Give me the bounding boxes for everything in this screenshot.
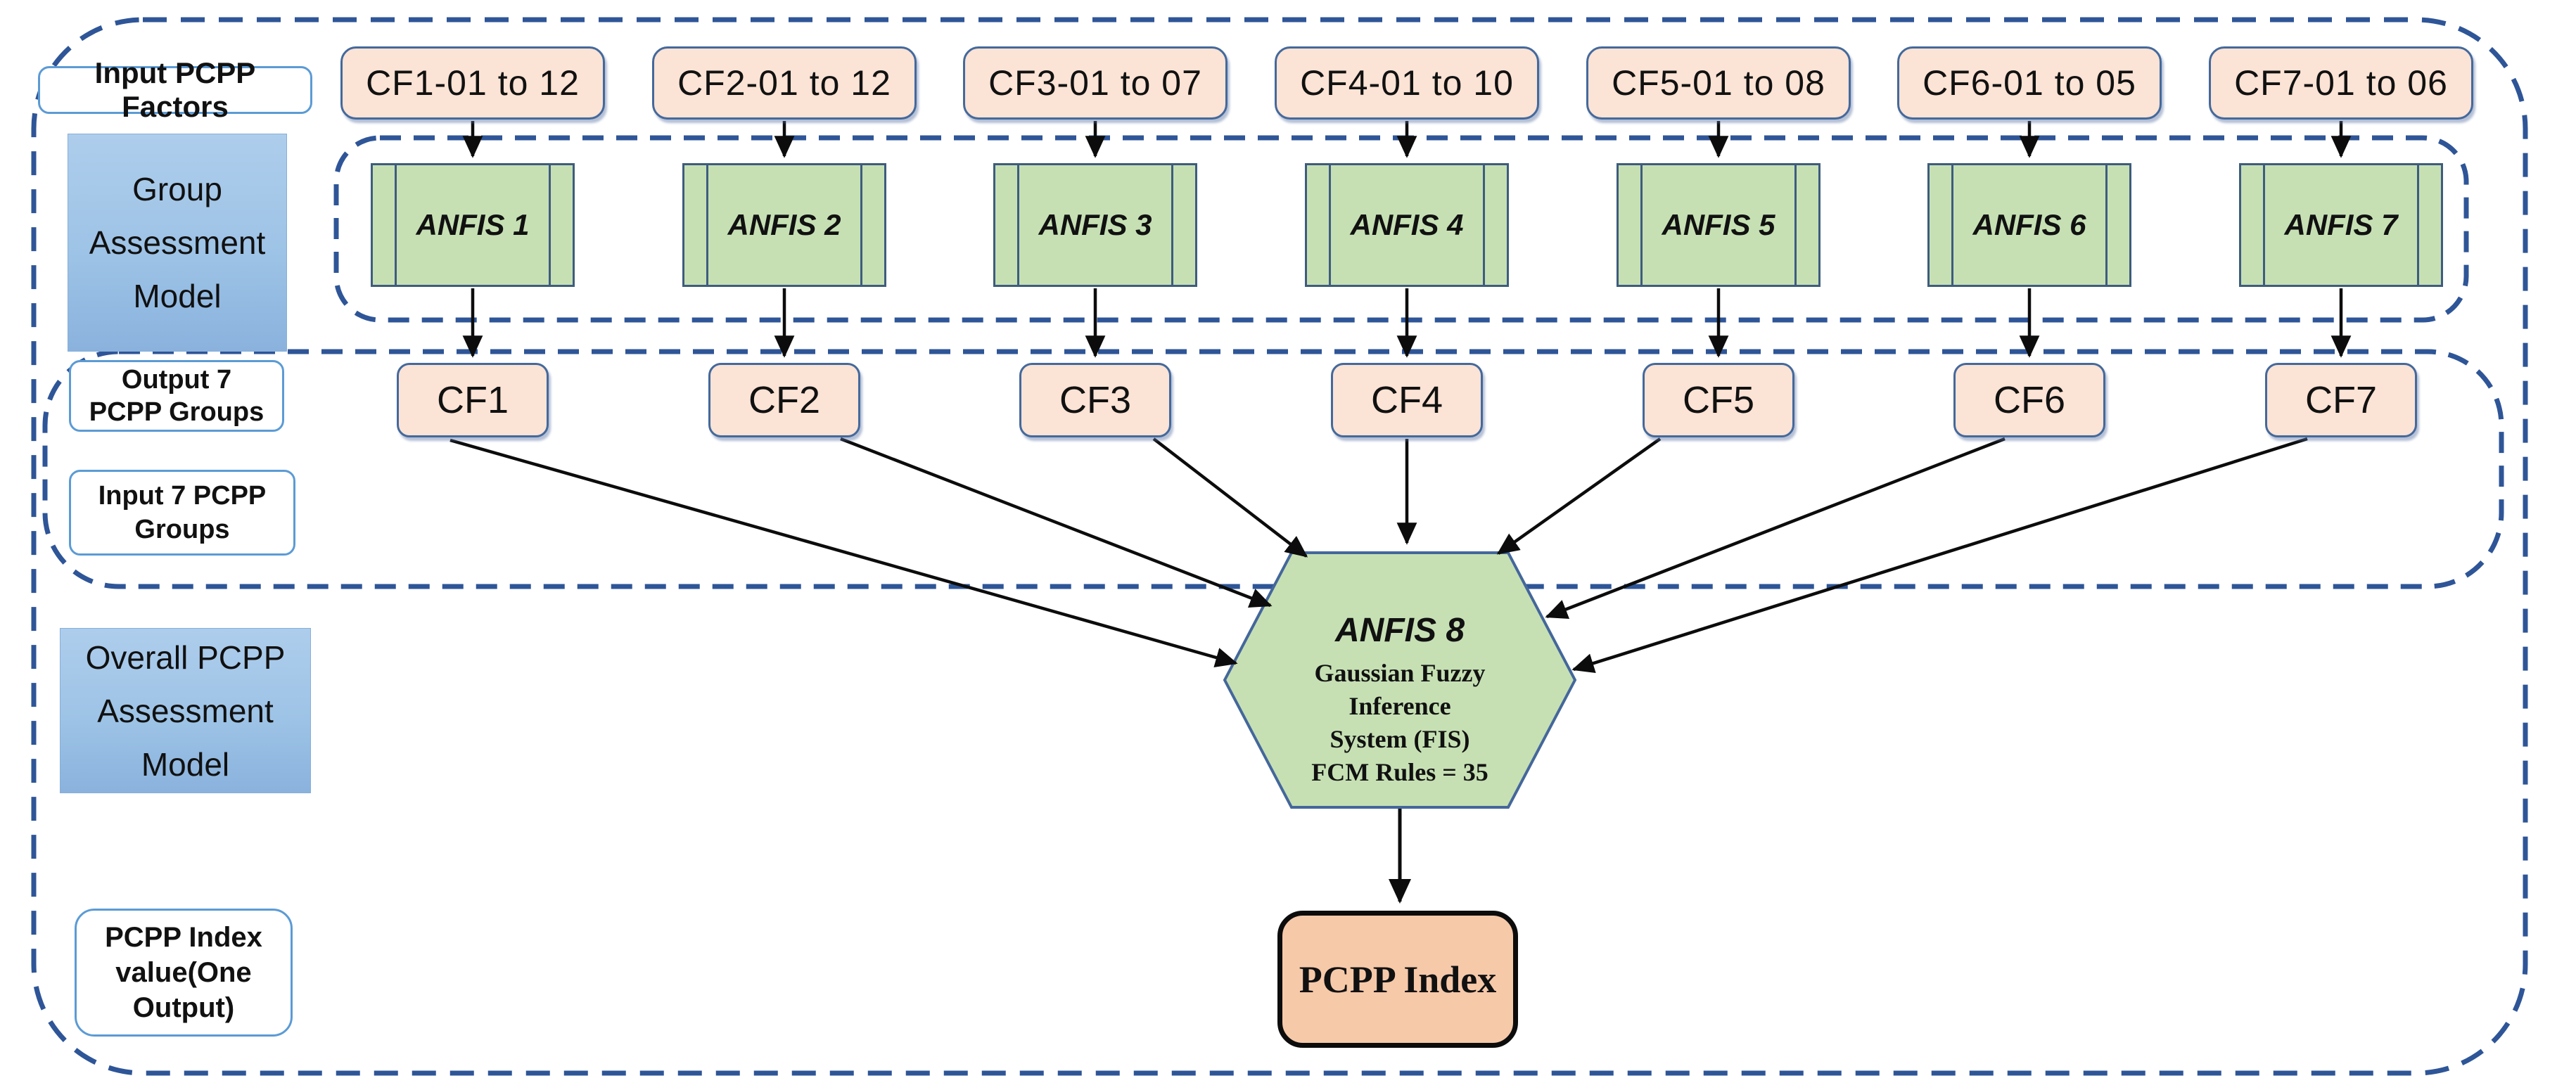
label-input-7-pcpp-groups: Input 7 PCPP Groups	[69, 470, 295, 556]
factor-box-cf6: CF6-01 to 05	[1897, 46, 2162, 120]
factor-box-cf7: CF7-01 to 06	[2209, 46, 2473, 120]
anfis6-panel: ANFIS 6	[1927, 163, 2131, 287]
cf6-output-box: CF6	[1953, 363, 2105, 437]
label-output-7-pcpp-groups: Output 7 PCPP Groups	[69, 360, 284, 432]
label-line: Assessment	[89, 224, 266, 261]
cf3-output-box: CF3	[1019, 363, 1171, 437]
label-line: Output)	[132, 992, 235, 1023]
arrow-cf3-to-anfis8	[1152, 437, 1308, 558]
anfis8-title: ANFIS 8	[1334, 611, 1465, 649]
label-line: PCPP Index	[105, 922, 262, 953]
arrow-cf5-to-anfis8	[1496, 437, 1662, 555]
arrow-cf1-to-anfis8	[449, 438, 1238, 667]
anfis8-line: Inference	[1348, 691, 1451, 720]
outer-dashed-container	[31, 17, 2528, 1076]
cf5-output-box: CF5	[1643, 363, 1794, 437]
cf7-output-box: CF7	[2265, 363, 2417, 437]
label-line: PCPP Groups	[89, 397, 264, 427]
label-line: Group	[132, 171, 222, 207]
anfis8-line: System (FIS)	[1330, 724, 1470, 753]
label-line: Model	[133, 278, 222, 314]
pcpp-index-box: PCPP Index	[1277, 911, 1518, 1048]
anfis8-line: FCM Rules = 35	[1311, 757, 1488, 786]
label-overall-pcpp-assessment-model: Overall PCPP Assessment Model	[60, 628, 311, 793]
arrow-cf7-to-anfis8	[1571, 437, 2308, 674]
factor-box-cf1: CF1-01 to 12	[340, 46, 605, 120]
anfis3-panel: ANFIS 3	[993, 163, 1197, 287]
anfis8-line: Gaussian Fuzzy	[1314, 658, 1486, 687]
anfis7-panel: ANFIS 7	[2239, 163, 2443, 287]
arrow-cf6-to-anfis8	[1545, 437, 2006, 619]
cf2-output-box: CF2	[708, 363, 860, 437]
anfis4-panel: ANFIS 4	[1305, 163, 1509, 287]
label-line: Output 7	[121, 365, 232, 395]
label-pcpp-index-value-one-output: PCPP Index value(One Output)	[75, 909, 293, 1037]
label-line: Input 7 PCPP	[98, 481, 267, 511]
anfis8-hexagon-text: ANFIS 8 Gaussian Fuzzy Inference System …	[1231, 598, 1569, 802]
label-group-assessment-model: Group Assessment Model	[68, 134, 287, 352]
factor-box-cf5: CF5-01 to 08	[1586, 46, 1851, 120]
label-line: Groups	[134, 515, 230, 544]
label-input-pcpp-factors: Input PCPP Factors	[38, 56, 312, 123]
arrow-cf2-to-anfis8	[840, 437, 1273, 608]
factor-box-cf4: CF4-01 to 10	[1275, 46, 1539, 120]
factor-box-cf3: CF3-01 to 07	[963, 46, 1228, 120]
anfis1-panel: ANFIS 1	[371, 163, 575, 287]
cf1-output-box: CF1	[397, 363, 549, 437]
label-line: value(One	[115, 957, 252, 988]
cf4-output-box: CF4	[1331, 363, 1483, 437]
anfis5-panel: ANFIS 5	[1617, 163, 1821, 287]
anfis2-panel: ANFIS 2	[682, 163, 886, 287]
factor-box-cf2: CF2-01 to 12	[652, 46, 917, 120]
label-line: Assessment	[97, 692, 274, 729]
label-line: Overall PCPP	[85, 639, 286, 676]
label-line: Model	[141, 745, 230, 783]
